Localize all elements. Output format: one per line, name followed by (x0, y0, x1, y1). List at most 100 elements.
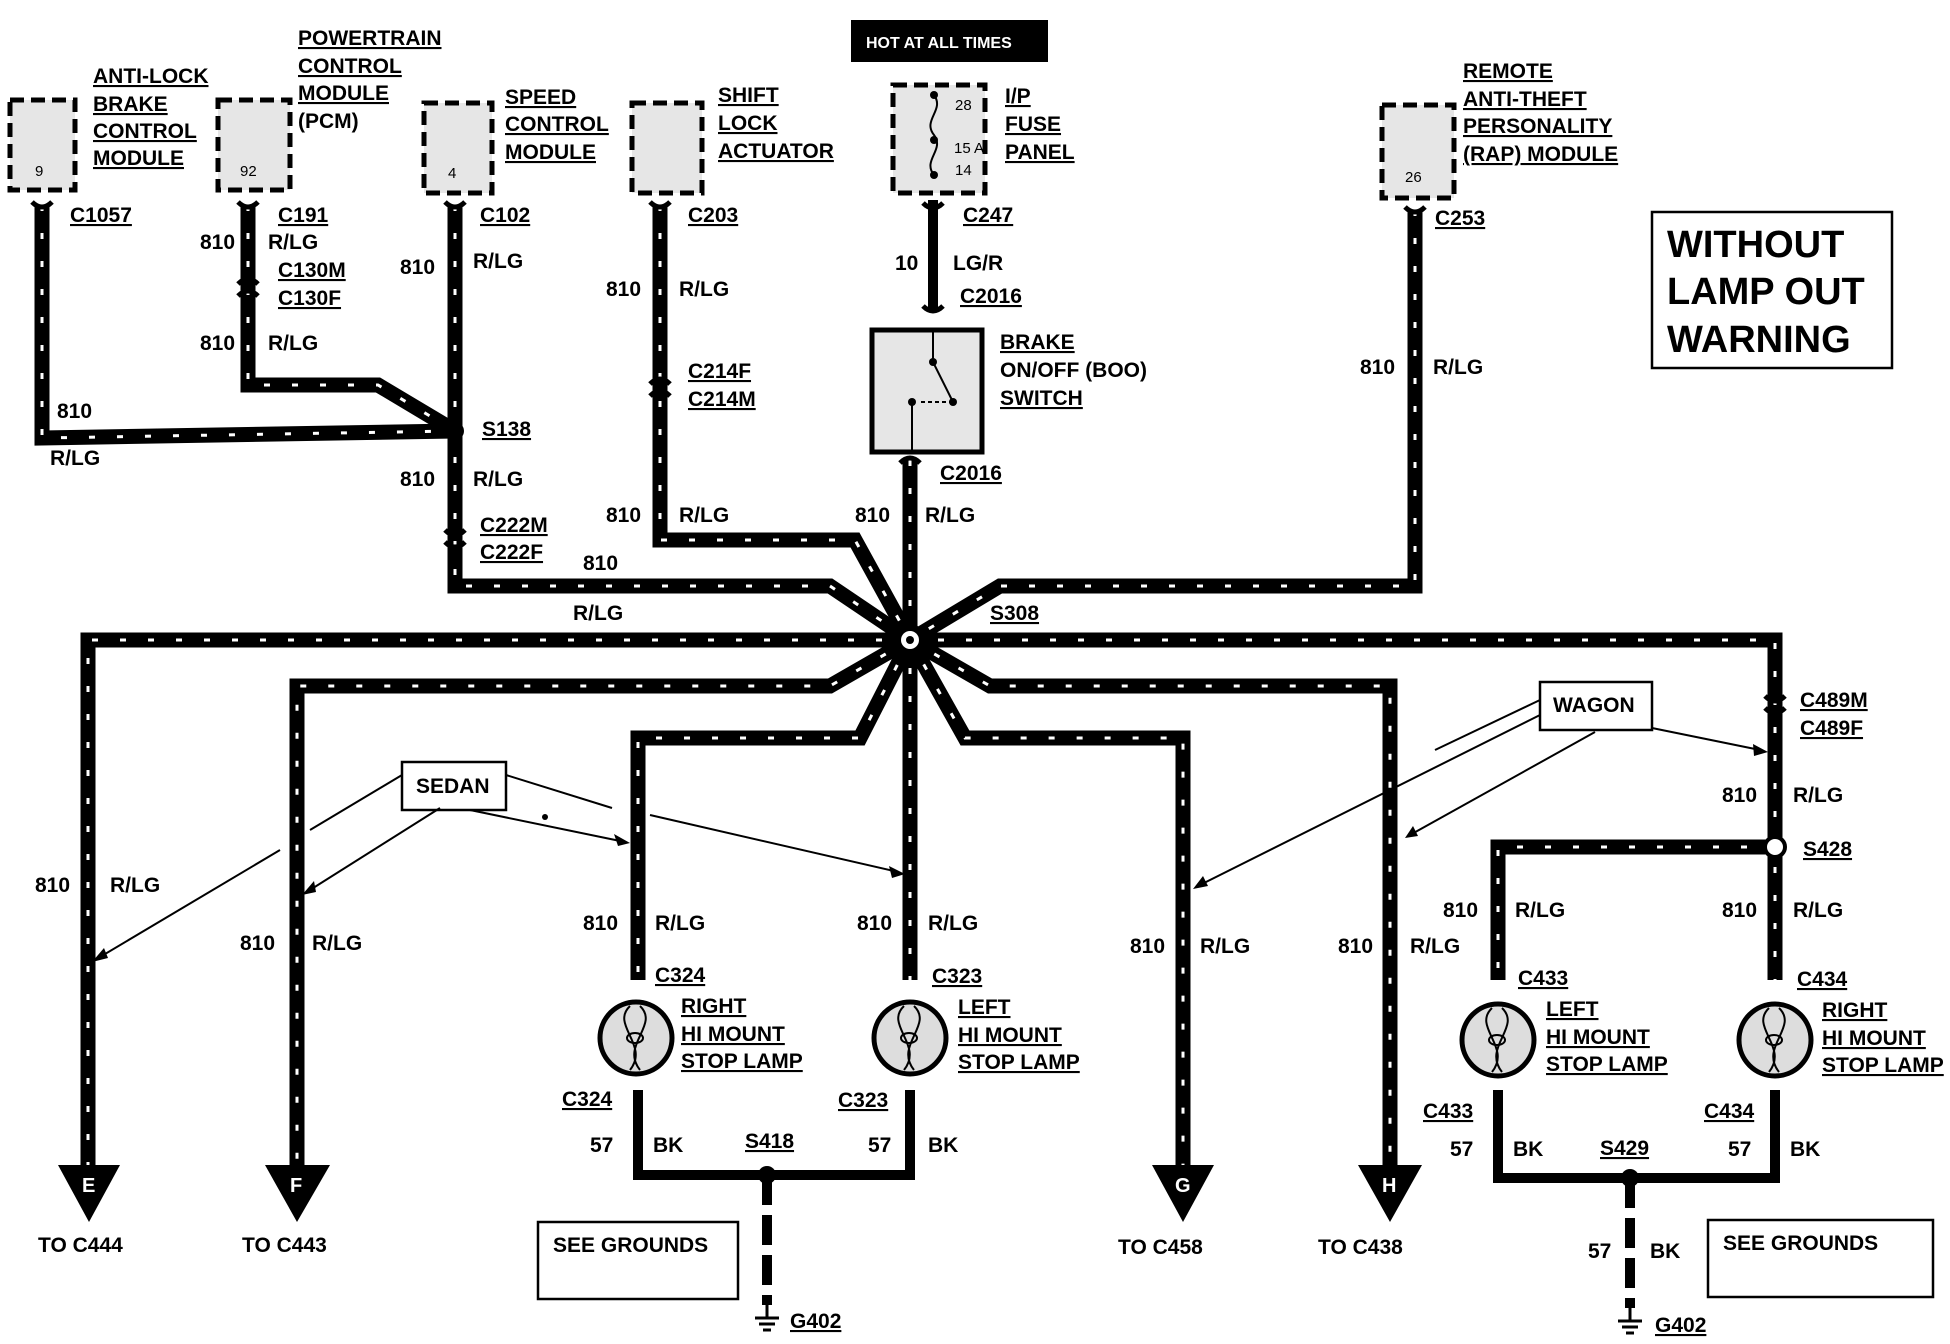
wire-out-g (903, 636, 1191, 1170)
wire-out-h (906, 633, 1398, 1170)
speed-label-1: SPEED (505, 86, 576, 109)
wire-out-e (80, 632, 910, 1170)
ground-wire-label: BK (928, 1134, 958, 1157)
wire-label: 810 (400, 256, 435, 279)
splice-s428-label: S428 (1803, 838, 1852, 861)
abs-label-2: BRAKE (93, 93, 168, 116)
wire-label: 810 (240, 932, 275, 955)
svg-text:28: 28 (955, 97, 972, 114)
lamp-c434-label-2: HI MOUNT (1822, 1027, 1926, 1050)
speed-label-2: CONTROL (505, 113, 609, 136)
splice-s418-label: S418 (745, 1130, 794, 1153)
wire-label: R/LG (473, 468, 523, 491)
ground-icon (755, 1305, 779, 1332)
wire-label: R/LG (679, 278, 729, 301)
ground-wire-label: 57 (590, 1134, 613, 1157)
wire-shift (652, 205, 917, 644)
wire-label: 810 (583, 912, 618, 935)
abs-label-1: ANTI-LOCK (93, 65, 208, 88)
splice-s429 (1621, 1169, 1639, 1187)
ground-g402-label: G402 (790, 1310, 841, 1333)
connector-c253: C253 (1435, 207, 1485, 230)
rap-label-1: REMOTE (1463, 60, 1553, 83)
output-label-g: TO C458 (1118, 1236, 1203, 1259)
svg-text:14: 14 (955, 162, 972, 179)
wire-label: R/LG (268, 332, 318, 355)
wire-label: R/LG (1793, 899, 1843, 922)
see-grounds-box-1 (536, 1220, 740, 1301)
lamp-c434-label-3: STOP LAMP (1822, 1054, 1944, 1077)
wire-label: 810 (400, 468, 435, 491)
connector-c203: C203 (688, 204, 738, 227)
connector-c214m: C214M (688, 388, 756, 411)
connector-c433-bottom: C433 (1423, 1100, 1473, 1123)
sedan-box (400, 760, 508, 812)
ground-wire-label: BK (1790, 1138, 1820, 1161)
shift-label-1: SHIFT (718, 84, 779, 107)
wires (34, 200, 1783, 1170)
speed-module: 4 (421, 100, 495, 196)
wire-label: R/LG (473, 250, 523, 273)
wire-out-f (289, 633, 914, 1170)
lamp-c323 (871, 999, 949, 1077)
output-letter-e: E (82, 1175, 95, 1197)
wagon-box (1538, 680, 1654, 732)
wire-label: 810 (583, 552, 618, 575)
lamp-c433-label-2: HI MOUNT (1546, 1026, 1650, 1049)
wire-label: R/LG (573, 602, 623, 625)
fuse-circuit: 10 (895, 252, 918, 275)
svg-text:26: 26 (1405, 169, 1422, 186)
connector-c2016-bottom: C2016 (940, 462, 1002, 485)
wire-label: R/LG (1793, 784, 1843, 807)
output-arrow-e (58, 1165, 120, 1222)
ground-icon (1618, 1308, 1642, 1335)
wire-label: 810 (57, 400, 92, 423)
connector-c1057: C1057 (70, 204, 132, 227)
wire-label: 810 (200, 231, 235, 254)
speed-label-3: MODULE (505, 141, 596, 164)
output-letter-h: H (1382, 1175, 1396, 1197)
ground-wire-label: BK (653, 1134, 683, 1157)
lamp-c433-label-3: STOP LAMP (1546, 1053, 1668, 1076)
splice-s418 (758, 1166, 776, 1184)
lamp-c324-label-1: RIGHT (681, 995, 747, 1018)
lamp-c433 (1459, 1001, 1537, 1079)
connector-c489m: C489M (1800, 689, 1868, 712)
title-box (1650, 210, 1894, 370)
wire-label: R/LG (1433, 356, 1483, 379)
connector-c191: C191 (278, 204, 329, 227)
boo-label-1: BRAKE (1000, 331, 1075, 354)
wire-label: 810 (855, 504, 890, 527)
wire-label: R/LG (312, 932, 362, 955)
abs-label-4: MODULE (93, 147, 184, 170)
splice-s308-label: S308 (990, 602, 1039, 625)
connector-c130f: C130F (278, 287, 341, 310)
connector-marks (30, 200, 1787, 716)
hot-banner-box (851, 20, 1048, 62)
svg-text:9: 9 (35, 163, 43, 180)
connector-c214f: C214F (688, 360, 751, 383)
ground-wire-label: 57 (1728, 1138, 1751, 1161)
title-line-2: LAMP OUT (1667, 271, 1865, 313)
connector-c434-bottom: C434 (1704, 1100, 1755, 1123)
see-grounds-1: SEE GROUNDS (553, 1234, 708, 1257)
wire-speed (447, 205, 915, 647)
wire-label: R/LG (1410, 935, 1460, 958)
fuse-panel: 28 15 A 14 (890, 82, 988, 196)
svg-text:15 A: 15 A (954, 140, 984, 157)
wire-label: R/LG (50, 447, 100, 470)
connector-c2016-top: C2016 (960, 285, 1022, 308)
pcm-label-1: POWERTRAIN (298, 27, 442, 50)
splice-s138-label: S138 (482, 418, 531, 441)
hot-banner: HOT AT ALL TIMES (866, 35, 1012, 52)
fuse-label-2: FUSE (1005, 113, 1061, 136)
wire-label: 810 (1130, 935, 1165, 958)
wire-label: R/LG (1200, 935, 1250, 958)
pcm-label-3: MODULE (298, 82, 389, 105)
lamp-c324 (597, 999, 675, 1077)
lamp-c433-label-1: LEFT (1546, 998, 1599, 1021)
wire-label: 810 (35, 874, 70, 897)
splice-s428 (1763, 835, 1787, 859)
rap-label-4: (RAP) MODULE (1463, 143, 1618, 166)
rap-label-2: ANTI-THEFT (1463, 88, 1587, 111)
